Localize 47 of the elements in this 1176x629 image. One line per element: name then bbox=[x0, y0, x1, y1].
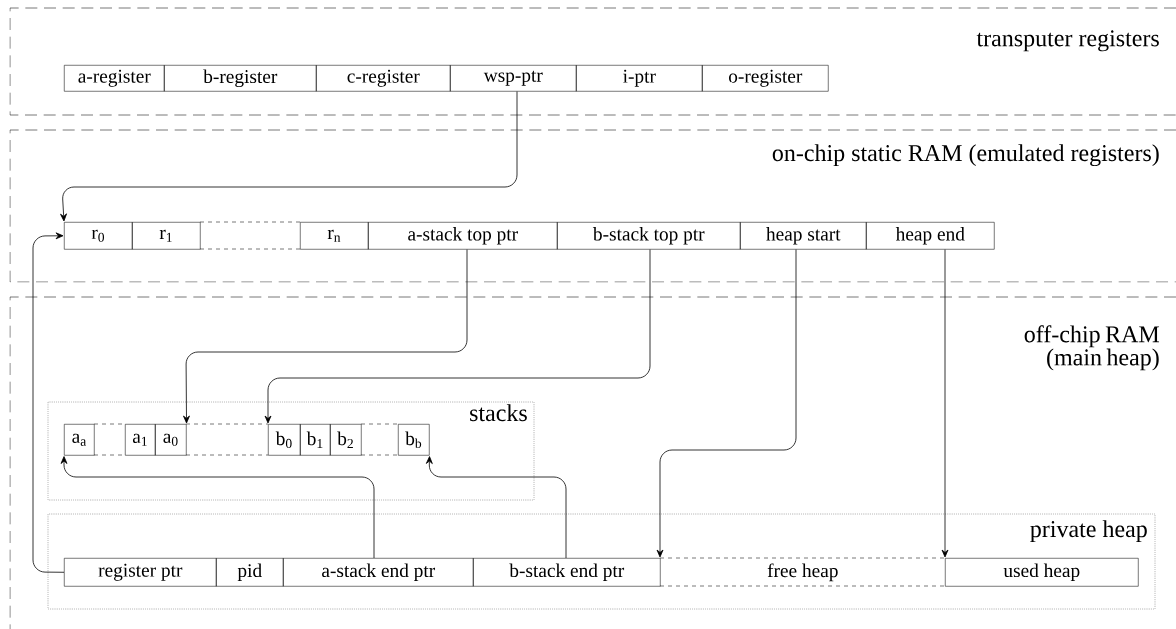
memory-cell: heap start bbox=[740, 222, 867, 250]
arrow bbox=[941, 249, 949, 558]
memory-cell: a$_{0}$ bbox=[155, 424, 187, 456]
memory-cell: b$_{0}$ bbox=[268, 424, 301, 456]
region-title: off-chip RAM (main heap) bbox=[1024, 325, 1160, 371]
arrow bbox=[183, 249, 468, 424]
memory-cell: b$_{b}$ bbox=[398, 424, 430, 456]
arrow bbox=[656, 249, 797, 558]
memory-cell: a$_{a}$ bbox=[64, 424, 95, 456]
region-title: transputer registers bbox=[976, 30, 1159, 52]
memory-cell: used heap bbox=[945, 558, 1139, 587]
arrow bbox=[264, 249, 651, 424]
memory-cell: a-stack top ptr bbox=[368, 222, 558, 250]
memory-cell: b-stack top ptr bbox=[557, 222, 741, 250]
memory-region bbox=[9, 7, 1176, 116]
arrow bbox=[425, 456, 567, 559]
empty-cell bbox=[185, 423, 269, 456]
memory-cell: a$_{1}$ bbox=[125, 424, 156, 456]
region-title: private heap bbox=[1030, 520, 1147, 543]
memory-cell: free heap bbox=[659, 557, 946, 587]
empty-cell bbox=[199, 221, 301, 250]
region-title: stacks bbox=[470, 404, 527, 422]
memory-region bbox=[9, 296, 1176, 629]
region-title: on-chip static RAM (emulated registers) bbox=[772, 144, 1159, 167]
memory-cell: r$_{0}$ bbox=[64, 222, 133, 250]
memory-cell: b$_{1}$ bbox=[300, 424, 331, 456]
memory-cell: r$_{n}$ bbox=[300, 222, 369, 250]
memory-cell: b-register bbox=[164, 65, 317, 92]
memory-cell: i-ptr bbox=[576, 65, 703, 92]
memory-cell: register ptr bbox=[64, 558, 217, 587]
memory-cell: a-stack end ptr bbox=[283, 558, 474, 587]
arrow bbox=[60, 456, 375, 559]
empty-cell bbox=[360, 423, 399, 456]
dotted-frame bbox=[47, 513, 1156, 610]
memory-cell: heap end bbox=[866, 222, 995, 250]
memory-cell: r$_{1}$ bbox=[132, 222, 201, 250]
memory-cell: o-register bbox=[702, 65, 829, 92]
memory-cell: pid bbox=[216, 558, 284, 587]
memory-cell: b$_{2}$ bbox=[330, 424, 362, 456]
memory-region bbox=[9, 129, 1176, 283]
memory-cell: b-stack end ptr bbox=[473, 558, 661, 587]
arrow bbox=[32, 232, 65, 573]
arrow bbox=[60, 91, 518, 222]
memory-cell: a-register bbox=[64, 65, 165, 92]
memory-cell: wsp-ptr bbox=[450, 65, 577, 92]
memory-cell: c-register bbox=[316, 65, 451, 92]
dotted-frame bbox=[47, 401, 535, 501]
